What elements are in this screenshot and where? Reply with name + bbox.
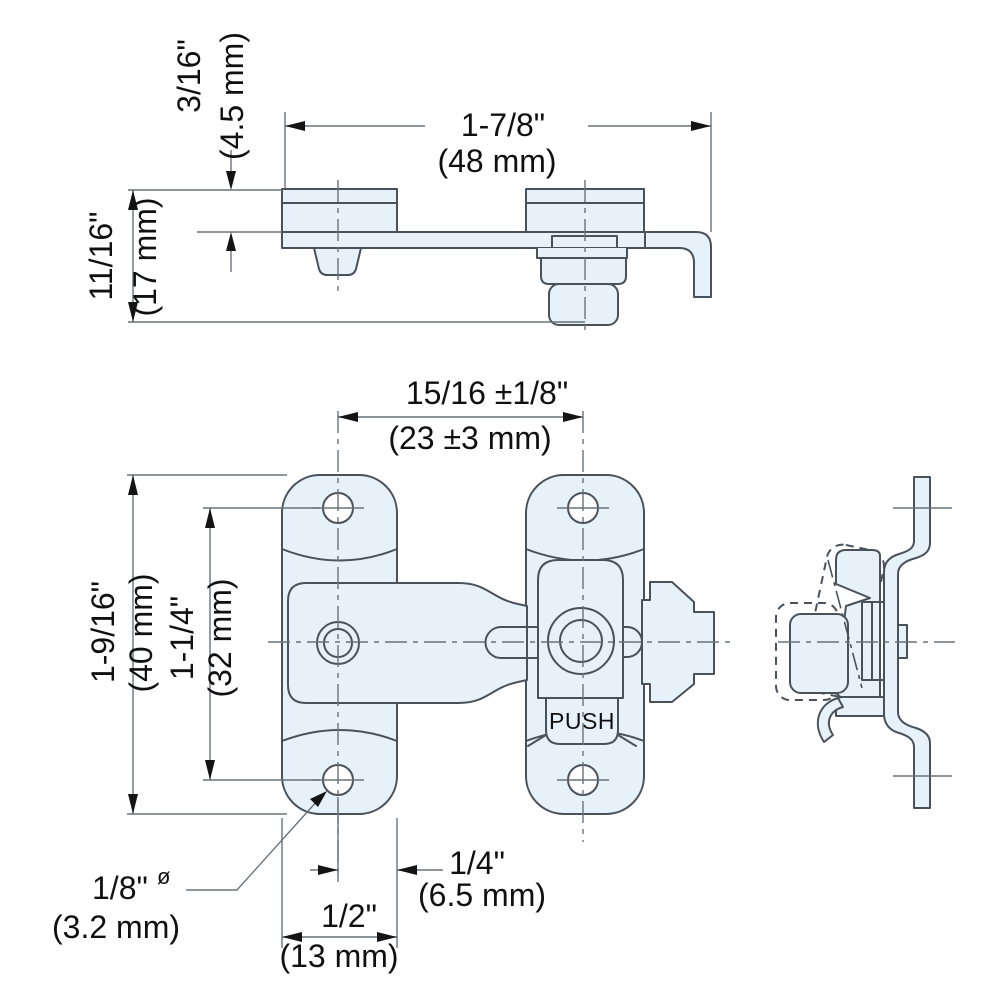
front-view-dimensions: 15/16 ±1/8" (23 ±3 mm) 1-9/16" (40 mm) 1… [52, 375, 583, 974]
latch-knob-outer [547, 607, 615, 675]
push-label: PUSH [549, 708, 615, 734]
front-latch-head [537, 559, 624, 699]
dim-top-width-inch: 1-7/8" [461, 107, 545, 143]
top-view-bar [281, 231, 646, 249]
dim-hole-dia-mm: (3.2 mm) [52, 909, 180, 945]
latch-knob-inner [559, 619, 603, 663]
dim-edge-offset-mm: (6.5 mm) [418, 877, 546, 913]
side-view [775, 476, 955, 809]
top-view-knob [548, 283, 619, 326]
dim-hole-spacing-inch: 1-1/4" [164, 596, 200, 680]
dim-plate-spacing-mm: (23 ±3 mm) [388, 420, 551, 456]
dim-plate-width-inch: 1/2" [321, 898, 377, 934]
side-wall-plate [883, 476, 931, 809]
top-view-hook [644, 231, 712, 298]
diameter-symbol: ø [157, 864, 170, 889]
dim-plate-spacing-inch: 15/16 ±1/8" [406, 375, 568, 411]
dim-edge-offset-inch: 1/4" [449, 845, 505, 881]
dim-hole-dia-inch: 1/8" [92, 870, 148, 906]
dim-spacer-inch: 3/16" [171, 39, 207, 113]
top-view-housing [540, 257, 627, 285]
dim-plate-height-inch: 1-9/16" [85, 581, 121, 683]
dim-plate-height-mm: (40 mm) [123, 573, 159, 692]
dim-hole-spacing-mm: (32 mm) [202, 578, 238, 697]
dim-top-height-mm: (17 mm) [127, 197, 163, 316]
top-view-left-block [281, 188, 398, 233]
dim-plate-width-mm: (13 mm) [279, 938, 398, 974]
front-view: PUSH [268, 411, 732, 878]
top-view-dimensions: 1-7/8" (48 mm) 3/16" (4.5 mm) 11/16" (17… [83, 32, 712, 323]
side-knob [789, 613, 849, 694]
front-arm [287, 582, 528, 704]
side-tilt-axis [827, 559, 863, 689]
dim-spacer-mm: (4.5 mm) [214, 32, 250, 160]
push-plate [545, 697, 619, 745]
dim-top-height-inch: 11/16" [83, 211, 119, 300]
front-slot [484, 626, 541, 659]
dim-top-width-mm: (48 mm) [437, 143, 556, 179]
top-view-bracket [536, 247, 628, 259]
top-view [281, 180, 712, 335]
side-hook [816, 697, 844, 743]
